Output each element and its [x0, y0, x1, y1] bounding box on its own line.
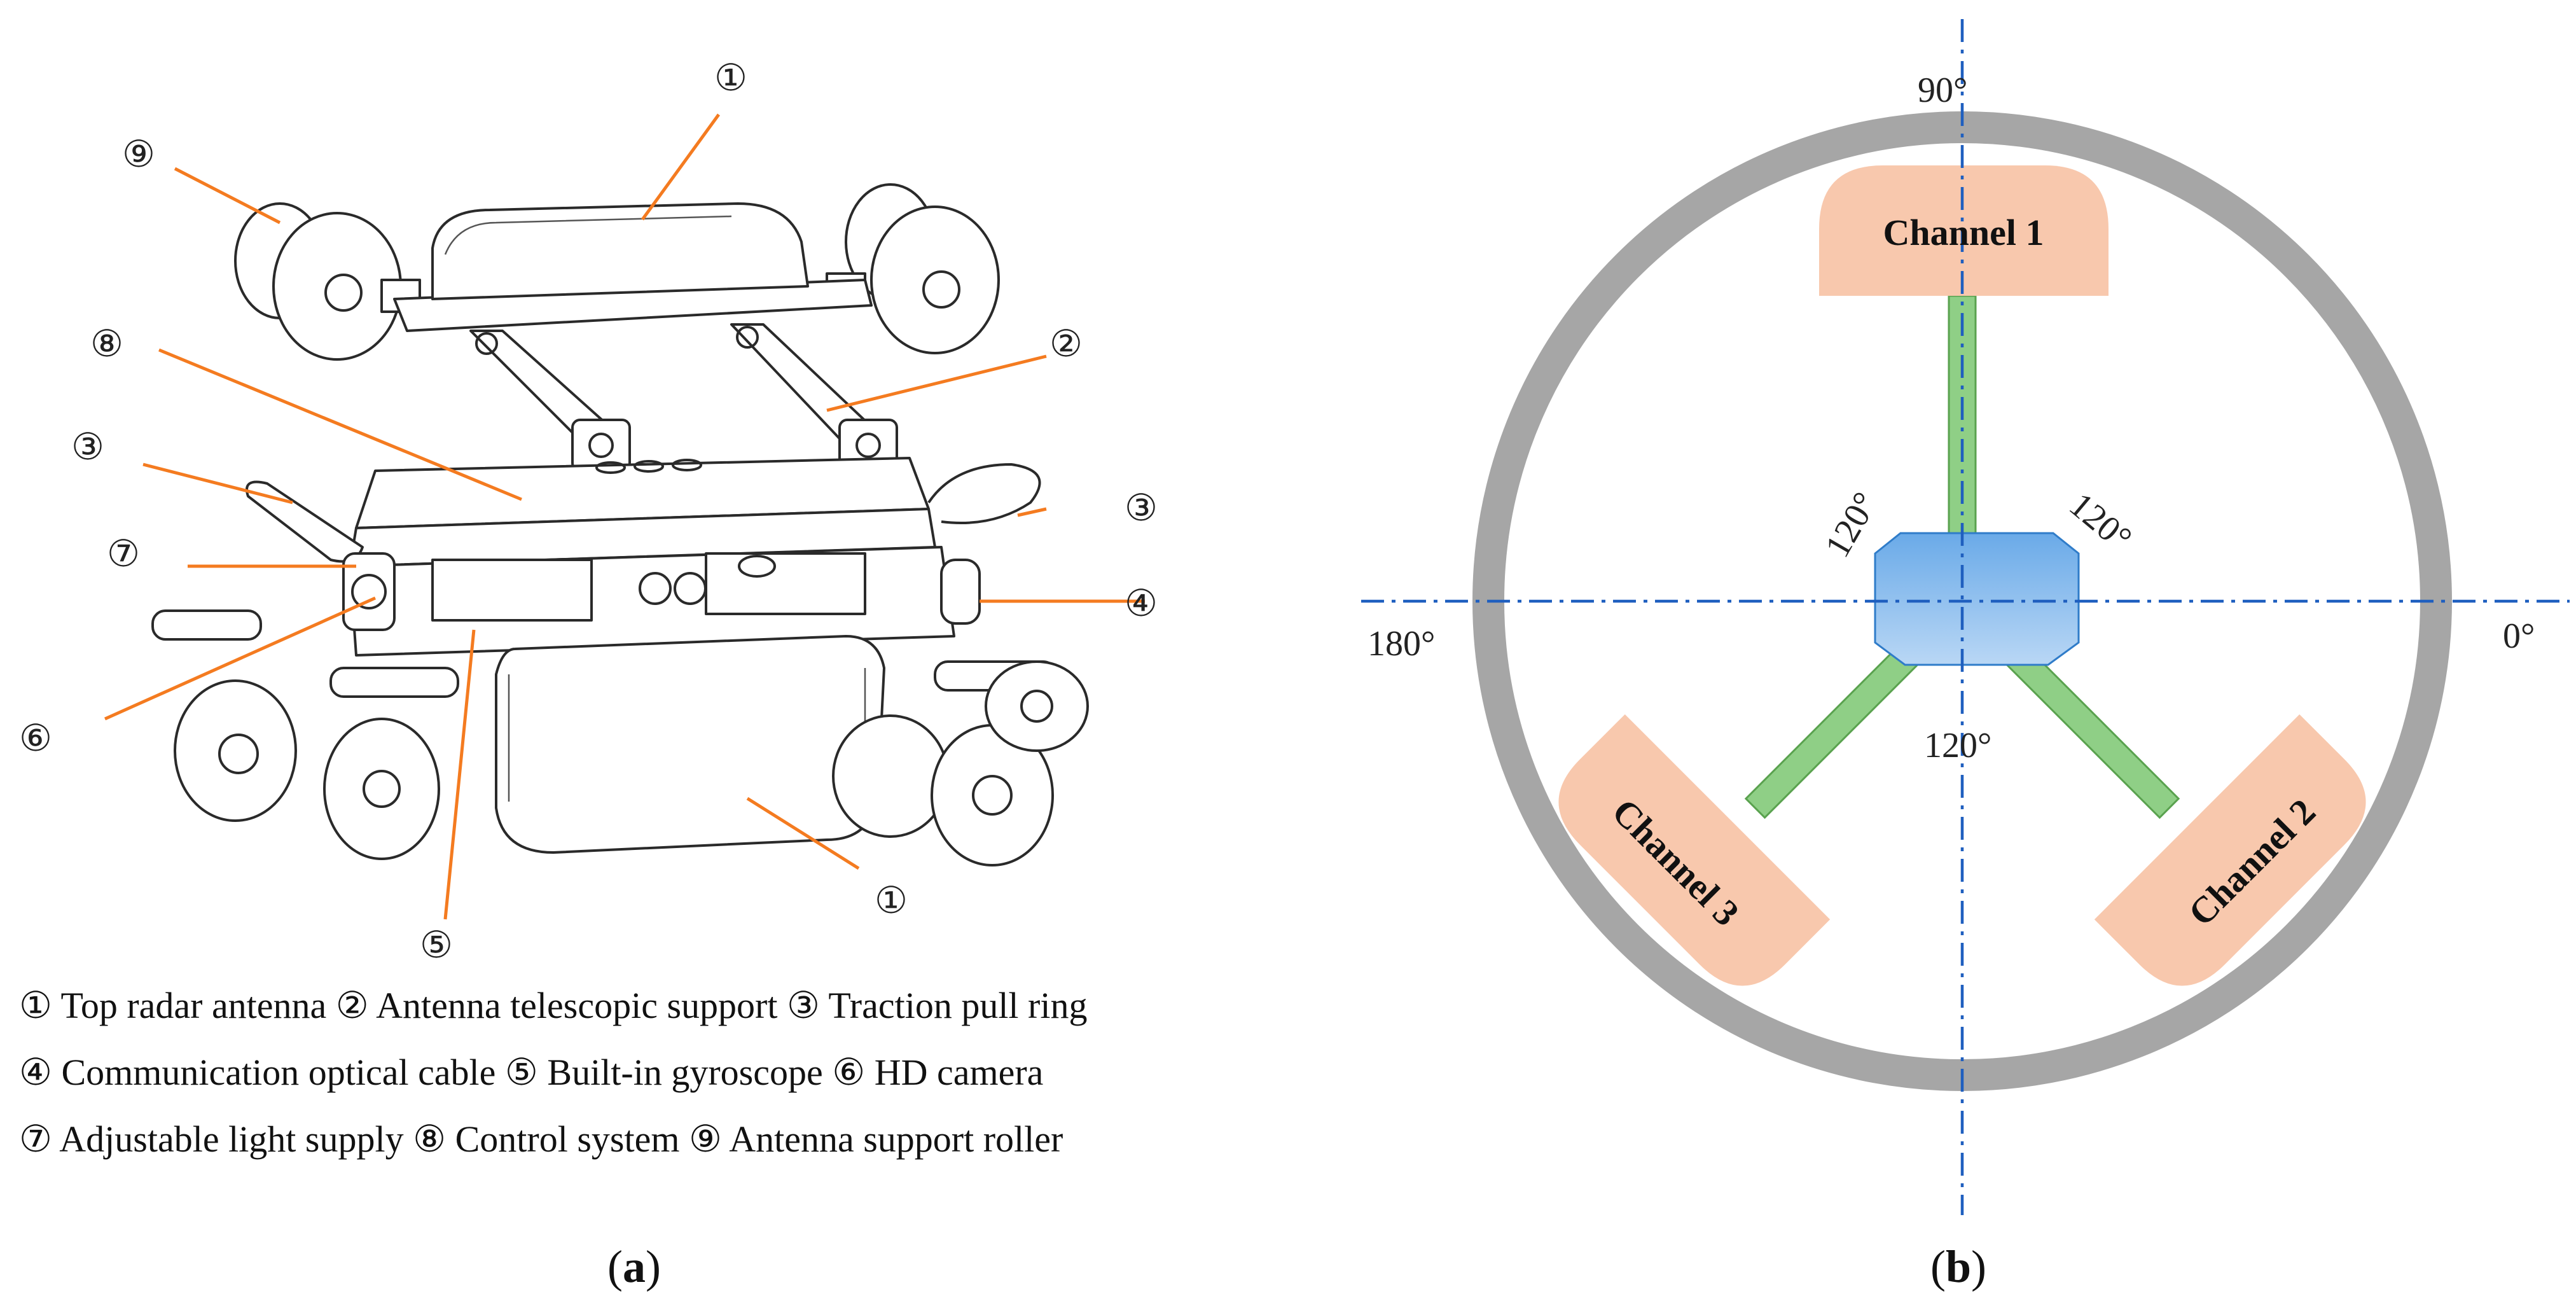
- legend: ① Top radar antenna ② Antenna telescopic…: [19, 985, 1087, 1160]
- angle-180: 180°: [1368, 624, 1435, 664]
- angle-0: 0°: [2503, 616, 2535, 656]
- antenna-channel-1: [1819, 165, 2109, 296]
- robot-drawing: [151, 183, 1089, 866]
- angle-sep-right: 120°: [2062, 485, 2139, 559]
- upper-roller-left: [234, 202, 421, 361]
- callout-1-top: ①: [714, 57, 747, 99]
- panel-label-a: (a): [607, 1241, 661, 1292]
- legend-line-1: ① Top radar antenna ② Antenna telescopic…: [19, 985, 1087, 1026]
- channel-1-label: Channel 1: [1883, 212, 2044, 253]
- pipe-cross-section: Channel 1 Channel 2 Channel 3 90° 180° 0…: [1361, 19, 2570, 1215]
- legend-line-3: ⑦ Adjustable light supply ⑧ Control syst…: [19, 1118, 1063, 1160]
- bottom-radar-antenna-housing: [495, 635, 885, 854]
- telescopic-supports: [469, 323, 898, 472]
- hd-camera: [342, 552, 396, 631]
- legend-line-2: ④ Communication optical cable ⑤ Built-in…: [19, 1052, 1043, 1093]
- antenna-channel-2: [2094, 714, 2366, 986]
- callout-6: ⑥: [19, 718, 52, 759]
- callout-3-right: ③: [1125, 487, 1158, 529]
- leader-lines: [104, 113, 1145, 920]
- callout-5: ⑤: [420, 924, 453, 966]
- callout-9: ⑨: [122, 134, 155, 175]
- callout-1-bottom: ①: [875, 880, 908, 921]
- callout-3-left: ③: [71, 426, 104, 468]
- callouts: ① ⑨ ⑧ ② ③ ③ ⑦ ④ ⑥ ① ⑤: [19, 57, 1158, 966]
- callout-4: ④: [1125, 583, 1158, 624]
- callout-2: ②: [1049, 323, 1083, 365]
- top-radar-antenna-housing: [431, 202, 809, 300]
- angle-sep-bottom: 120°: [1924, 726, 1991, 765]
- lower-wheels: [151, 609, 1089, 866]
- upper-roller-right: [826, 183, 1000, 354]
- callout-8: ⑧: [90, 323, 123, 365]
- robot-body: [1874, 532, 2080, 666]
- panel-label-b: (b): [1930, 1241, 1986, 1292]
- angle-90: 90°: [1918, 71, 1967, 110]
- antenna-channel-3: [1558, 714, 1831, 986]
- pull-ring-right: [927, 463, 1041, 524]
- callout-7: ⑦: [107, 533, 140, 574]
